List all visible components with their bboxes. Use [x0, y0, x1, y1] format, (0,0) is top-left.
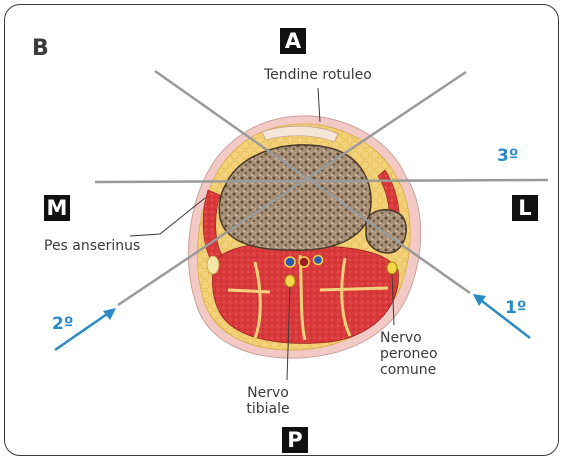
label-tendine-rotuleo: Tendine rotuleo [264, 67, 372, 83]
orientation-posterior: P [282, 427, 308, 453]
common-peroneal-nerve [387, 262, 397, 274]
label-nervo-tibiale-line1: Nervo [228, 385, 308, 401]
label-nervo-peroneo-line3: comune [380, 362, 438, 378]
fibula-bone [366, 210, 406, 253]
fat-nodule-medial [207, 256, 219, 274]
needle-3 [95, 180, 548, 182]
label-nervo-peroneo-comune: Nervo peroneo comune [380, 330, 438, 378]
label-nervo-peroneo-line2: peroneo [380, 346, 438, 362]
label-nervo-tibiale: Nervo tibiale [228, 385, 308, 417]
orientation-lateral: L [512, 195, 538, 221]
vessel-red [299, 257, 309, 267]
approach-label-3: 3º [497, 146, 518, 166]
label-nervo-tibiale-line2: tibiale [228, 401, 308, 417]
approach-label-2: 2º [52, 314, 73, 334]
panel-label: B [32, 36, 49, 61]
approach-label-1: 1º [505, 298, 526, 318]
orientation-medial: M [44, 195, 70, 221]
tibial-nerve [285, 275, 295, 287]
vessel-blue-2 [314, 256, 323, 265]
vessel-blue-1 [285, 257, 295, 267]
label-nervo-peroneo-line1: Nervo [380, 330, 438, 346]
label-pes-anserinus: Pes anserinus [44, 238, 140, 254]
orientation-anterior: A [280, 28, 306, 54]
